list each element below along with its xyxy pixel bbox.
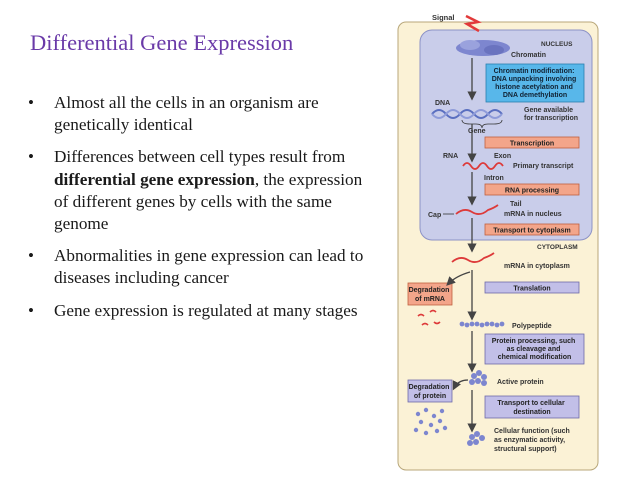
protein-processing-label: Protein processing, such as cleavage and… <box>492 338 578 361</box>
translation-box <box>484 281 580 294</box>
bullet-list: • Almost all the cells in an organism are… <box>26 92 366 332</box>
degradation-arrow <box>452 379 469 391</box>
intron-label: Intron <box>484 175 504 182</box>
bullet-item: • Abnormalities in gene expression can le… <box>26 245 366 289</box>
rna-processing-label: RNA processing <box>505 188 559 195</box>
rna-processing-box <box>484 183 580 196</box>
mrna-cytoplasm-label: mRNA in cytoplasm <box>504 263 570 270</box>
slide-title: Differential Gene Expression <box>30 30 294 55</box>
bullet-dot: • <box>28 300 34 320</box>
bullet-item: • Almost all the cells in an organism are… <box>26 92 366 136</box>
rna-label: RNA <box>443 153 458 160</box>
dna-strand <box>431 109 503 119</box>
bullet-dot: • <box>28 93 34 112</box>
chromatin-modification-label: Chromatin modification: DNA unpacking in… <box>492 68 578 99</box>
polypeptide-icon <box>459 321 505 328</box>
mrna-fragments-icon <box>417 309 441 326</box>
bullet-text: Almost all the cells in an organism are … <box>54 93 319 135</box>
tail-label: Tail <box>510 201 522 208</box>
polypeptide-label: Polypeptide <box>512 323 552 330</box>
protein-fragments-icon <box>413 407 448 436</box>
degradation-mrna-box <box>407 282 453 306</box>
gene-available-label: Gene available for transcription <box>524 107 578 122</box>
gene-bracket <box>461 119 503 129</box>
degradation-protein-label: Degradation of protein <box>409 384 452 400</box>
primary-transcript-strand <box>462 162 504 170</box>
signal-label: Signal <box>432 13 455 22</box>
bullet-text-post: , the expression of different genes by c… <box>54 169 363 234</box>
degradation-arrow <box>446 271 471 286</box>
cellular-function-label: Cellular function (such as enzymatic act… <box>494 428 572 453</box>
bullet-text: Abnormalities in gene expression can lea… <box>54 246 364 288</box>
chromatin-label: Chromatin <box>511 52 546 59</box>
exon-label: Exon <box>494 153 511 160</box>
cytoplasm-label: CYTOPLASM <box>537 244 578 251</box>
dna-strand <box>431 109 503 119</box>
transport-cytoplasm-box <box>484 223 580 236</box>
transport-cellular-label: Transport to cellular destination <box>497 400 566 416</box>
bullet-item: • Differences between cell types result f… <box>26 146 366 235</box>
bullet-text: Gene expression is regulated at many sta… <box>54 300 358 320</box>
protein-processing-box <box>484 333 585 365</box>
bullet-text-bold: differential gene expression <box>54 169 255 189</box>
nucleus-label: NUCLEUS <box>541 41 573 48</box>
dna-label: DNA <box>435 100 450 107</box>
nucleus-region <box>419 29 593 241</box>
mrna-cytoplasm-strand <box>451 252 495 263</box>
mrna-nucleus-label: mRNA in nucleus <box>504 211 562 218</box>
chromatin-icon <box>456 40 510 56</box>
bullet-dot: • <box>28 246 34 266</box>
chromatin-modification-box <box>485 63 585 103</box>
mrna-nucleus-strand <box>455 204 499 215</box>
transport-cytoplasm-label: Transport to cytoplasm <box>493 228 570 235</box>
degradation-mrna-label: Degradation of mRNA <box>409 287 452 303</box>
active-protein-label: Active protein <box>497 379 544 386</box>
cap-label: Cap <box>428 212 441 219</box>
bullet-dot: • <box>28 147 34 167</box>
transcription-label: Transcription <box>510 141 554 148</box>
primary-transcript-label: Primary transcript <box>513 163 574 170</box>
active-protein-icon <box>469 370 487 386</box>
signal-bolt-icon <box>463 14 482 33</box>
bullet-text-pre: Differences between cell types result fr… <box>54 147 346 167</box>
transport-cellular-box <box>484 395 580 419</box>
bullet-item: • Gene expression is regulated at many st… <box>26 300 366 322</box>
degradation-protein-box <box>407 379 453 403</box>
gene-label: Gene <box>468 128 486 135</box>
transcription-box <box>484 136 580 149</box>
cellular-function-icon <box>467 431 485 446</box>
translation-label: Translation <box>513 286 550 293</box>
